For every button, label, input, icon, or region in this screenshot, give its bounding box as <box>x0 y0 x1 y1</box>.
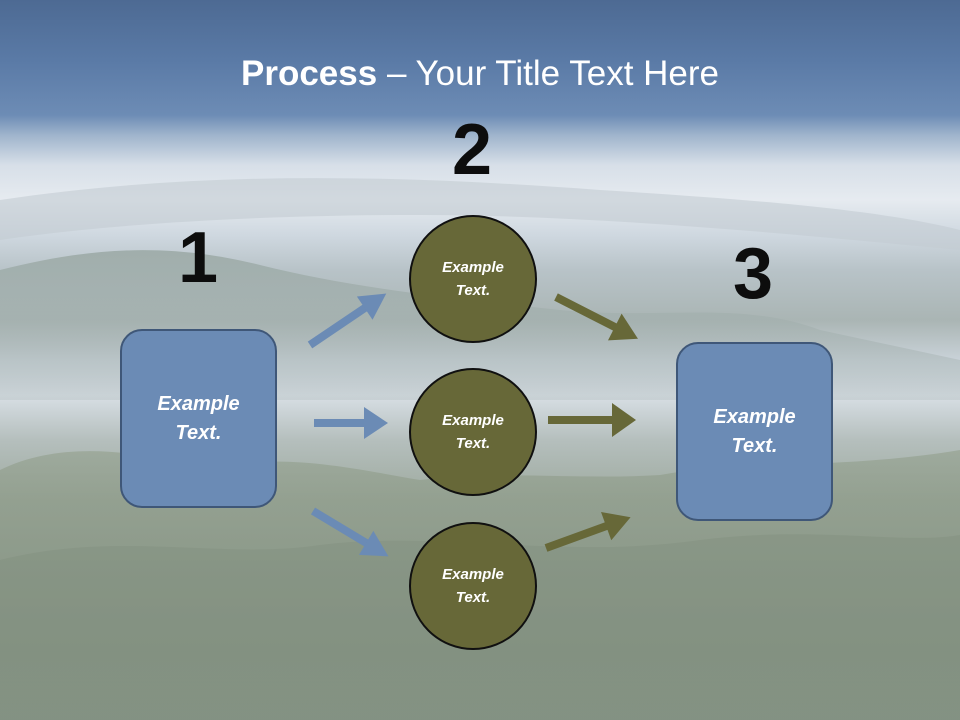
step-2-circle-bottom: Example Text. <box>409 522 537 650</box>
blue-arrow-down-right <box>310 507 389 557</box>
circle-middle-text: Example Text. <box>442 412 504 452</box>
step-2-circle-middle: Example Text. <box>409 368 537 496</box>
step-number-1: 1 <box>177 218 219 298</box>
circle-top-text: Example Text. <box>442 259 504 299</box>
step-1-box-text: Example Text. <box>157 392 240 444</box>
olive-arrow-up-right <box>544 512 631 552</box>
step-number-3: 3 <box>732 234 774 314</box>
blue-arrow-right <box>314 407 388 439</box>
step-number-2: 2 <box>451 110 493 190</box>
step-3-box: Example Text. <box>676 342 833 521</box>
step-1-box: Example Text. <box>120 329 277 508</box>
title-rest: – Your Title Text Here <box>377 54 719 93</box>
olive-arrow-right <box>548 403 636 437</box>
step-2-circle-top: Example Text. <box>409 215 537 343</box>
blue-arrow-up-right <box>307 293 387 349</box>
step-3-box-text: Example Text. <box>713 405 796 457</box>
olive-arrow-down-right <box>554 293 638 341</box>
slide-title: Process – Your Title Text Here <box>0 52 960 96</box>
circle-bottom-text: Example Text. <box>442 566 504 606</box>
title-bold: Process <box>241 54 378 93</box>
